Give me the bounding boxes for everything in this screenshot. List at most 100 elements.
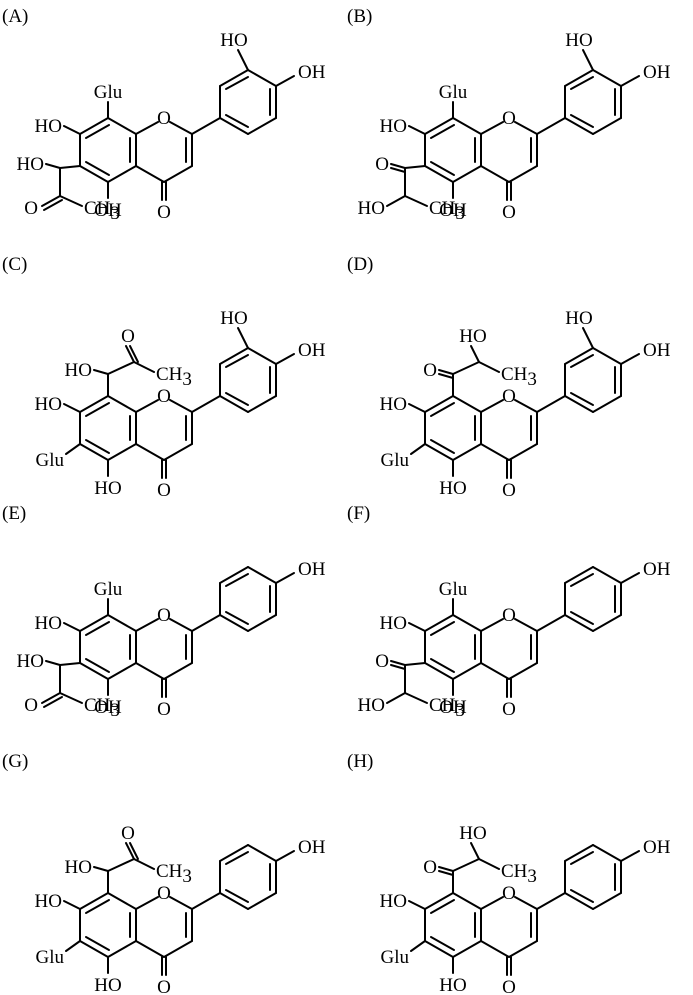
side-chain-methyl: CH3	[501, 364, 537, 390]
bond	[410, 940, 426, 952]
aromatic-bond	[430, 621, 455, 636]
bond	[63, 900, 81, 910]
bond	[564, 844, 594, 862]
bond	[452, 940, 482, 958]
bond	[107, 662, 137, 680]
b-ring-4-hydroxyl: OH	[643, 837, 671, 858]
bond	[514, 121, 538, 135]
bond	[247, 347, 277, 365]
bond	[107, 614, 137, 632]
bond	[404, 165, 426, 169]
bond	[424, 614, 454, 632]
aromatic-bond	[570, 392, 594, 406]
b-ring-3-hydroxyl: HO	[220, 30, 247, 51]
ketone-bond	[438, 866, 454, 872]
side-chain-hydroxyl: HO	[358, 695, 385, 716]
bond	[514, 618, 538, 632]
ketone-bond	[390, 167, 406, 173]
bond	[582, 327, 594, 349]
bond	[135, 399, 159, 413]
bond	[219, 69, 249, 87]
bond	[191, 614, 221, 632]
b-ring-4-hydroxyl: OH	[298, 837, 326, 858]
carbonyl-oxygen: O	[157, 977, 171, 995]
aromatic-bond	[225, 76, 249, 90]
c7-hydroxyl: HO	[35, 613, 62, 634]
aromatic-bond	[85, 402, 110, 417]
aromatic-bond	[430, 899, 455, 914]
panel-label: (F)	[347, 503, 370, 524]
bond	[564, 395, 594, 413]
bond	[45, 660, 61, 666]
c6-glucosyl: Glu	[36, 450, 65, 471]
b-ring-4-hydroxyl: OH	[643, 559, 671, 580]
bond	[404, 662, 426, 666]
bond	[79, 940, 109, 958]
bond	[424, 940, 454, 958]
bond	[275, 850, 295, 862]
panel-label: (B)	[347, 6, 372, 27]
side-chain-methyl: CH3	[429, 695, 465, 721]
bond	[480, 896, 504, 910]
bond	[508, 165, 538, 183]
ring-oxygen: O	[502, 108, 516, 129]
bond	[514, 399, 538, 413]
ketone-bond	[41, 692, 61, 704]
side-chain-ketone-oxygen: O	[375, 154, 389, 175]
bond	[135, 940, 165, 958]
bond	[564, 566, 594, 584]
bond	[592, 347, 622, 365]
bond	[79, 662, 109, 680]
side-chain-ketone-oxygen: O	[24, 695, 38, 716]
bond	[79, 117, 109, 135]
c6-glucosyl: Glu	[381, 450, 410, 471]
bond	[65, 443, 81, 455]
bond	[219, 347, 249, 365]
aromatic-bond	[85, 621, 110, 636]
bond	[480, 443, 510, 461]
bond	[247, 844, 277, 862]
aromatic-bond	[225, 889, 249, 903]
side-chain-methyl: CH3	[501, 861, 537, 887]
ketone-bond	[43, 199, 63, 211]
bond	[452, 117, 482, 135]
aromatic-bond	[85, 936, 110, 951]
bond	[79, 443, 109, 461]
b-ring-3-hydroxyl: HO	[220, 308, 247, 329]
side-chain-ketone-oxygen: O	[121, 823, 135, 844]
bond	[247, 395, 277, 413]
aromatic-bond	[225, 392, 249, 406]
bond	[564, 117, 594, 135]
ring-oxygen: O	[157, 108, 171, 129]
ketone-bond	[125, 345, 135, 363]
bond	[592, 69, 622, 87]
aromatic-bond	[85, 439, 110, 454]
bond	[169, 896, 193, 910]
aromatic-bond	[225, 114, 249, 128]
bond	[452, 662, 482, 680]
bond	[620, 572, 640, 584]
c5-hydroxyl: OH	[94, 697, 122, 718]
aromatic-bond	[570, 354, 594, 368]
c5-hydroxyl: HO	[94, 478, 121, 499]
carbonyl-oxygen: O	[502, 480, 516, 501]
c7-hydroxyl: HO	[35, 394, 62, 415]
bond	[59, 165, 81, 169]
bond	[247, 69, 277, 87]
bond	[163, 443, 193, 461]
bond	[424, 443, 454, 461]
bond	[452, 165, 482, 183]
bond	[133, 361, 155, 373]
aromatic-bond	[85, 161, 110, 176]
aromatic-bond	[85, 124, 110, 139]
side-chain-methyl: CH3	[156, 364, 192, 390]
panel-label: (C)	[2, 254, 27, 275]
bond	[63, 403, 81, 413]
bond	[219, 892, 249, 910]
aromatic-bond	[225, 851, 249, 865]
bond	[480, 121, 504, 135]
